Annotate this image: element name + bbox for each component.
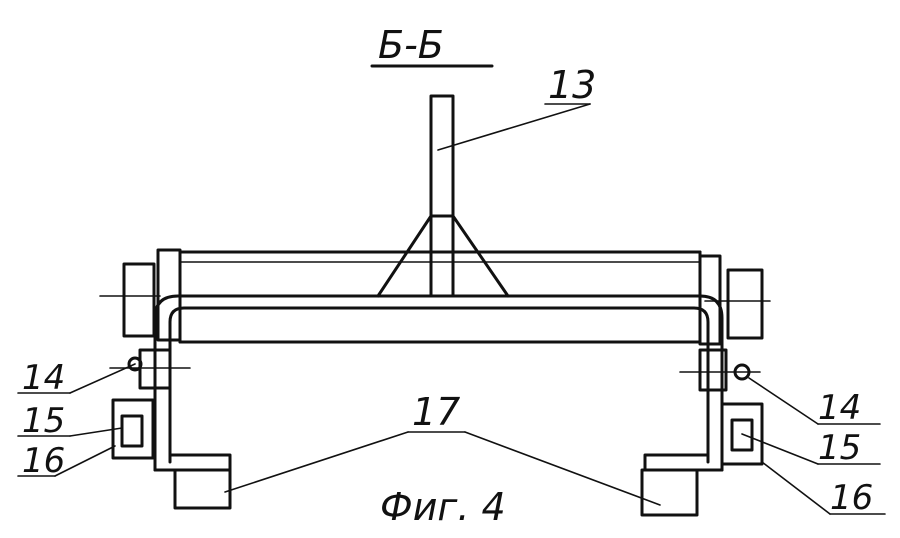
callout-14-left: 14 (22, 358, 65, 398)
callout-15-right: 15 (818, 428, 861, 468)
right-bolt-icon (679, 363, 761, 381)
right-side-plate (698, 254, 771, 466)
leader-16-right (761, 461, 831, 515)
callout-16-right: 16 (830, 478, 873, 518)
leader-15-right (741, 433, 819, 465)
left-foot-block (173, 468, 232, 510)
leader-16-left (54, 445, 116, 477)
leader-15-left (69, 427, 123, 437)
leader-13 (437, 103, 591, 151)
figure-caption: Фиг. 4 (380, 485, 506, 529)
left-side-plate (99, 248, 182, 460)
leader-17-left (224, 431, 409, 493)
section-title: Б-Б (378, 23, 444, 67)
callout-17: 17 (412, 390, 460, 434)
right-foot-block (640, 468, 699, 517)
leader-14-left (69, 363, 136, 394)
callout-15-left: 15 (22, 401, 65, 441)
callout-13: 13 (548, 63, 596, 107)
vertical-post (376, 94, 510, 298)
callout-16-left: 16 (22, 441, 65, 481)
leader-14-right (748, 377, 819, 425)
channel-frame (153, 294, 724, 472)
leader-17-right (464, 431, 661, 506)
callout-14-right: 14 (818, 388, 861, 428)
left-bolt-icon (109, 356, 191, 372)
